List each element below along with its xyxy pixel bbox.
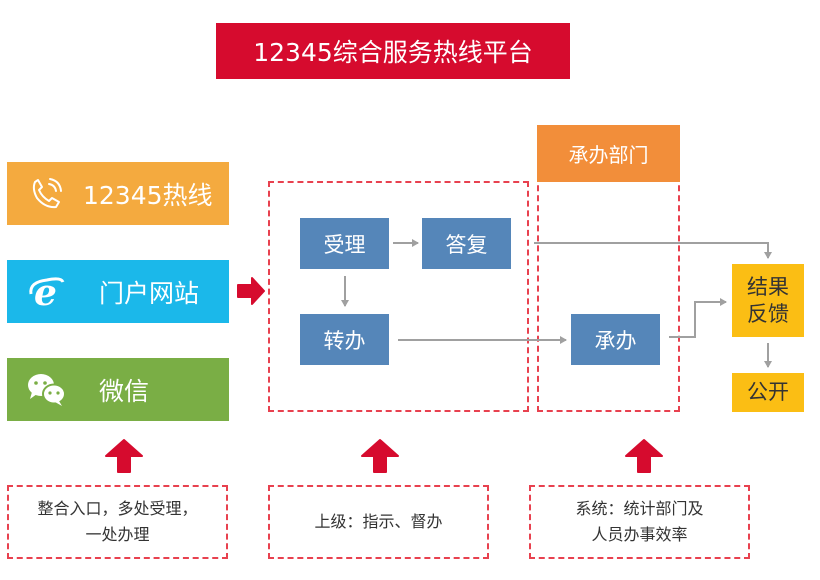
public-box: 公开 [732, 373, 804, 412]
channel-portal-label: 门户网站 [99, 278, 200, 308]
channel-hotline: 12345热线 [7, 162, 229, 225]
result-feedback-box: 结果 反馈 [732, 264, 804, 337]
wechat-icon [17, 372, 77, 408]
note-channels: 整合入口，多处受理， 一处办理 [7, 485, 228, 559]
arrow-up-icon [105, 439, 143, 473]
result-feedback-line1: 结果 [747, 274, 789, 299]
note-statistics: 系统：统计部门及 人员办事效率 [529, 485, 750, 559]
arrow-up-icon [625, 439, 663, 473]
accept-box: 受理 [300, 218, 389, 269]
note-supervision: 上级：指示、督办 [268, 485, 489, 559]
arrow-up-icon [361, 439, 399, 473]
phone-icon [17, 176, 77, 212]
note-supervision-text: 上级：指示、督办 [314, 512, 443, 531]
internet-explorer-icon: e [17, 272, 77, 312]
arrow-right-icon [237, 277, 265, 305]
connector-handle-feedback [669, 298, 727, 338]
channel-wechat-label: 微信 [99, 376, 150, 406]
channel-hotline-label: 12345热线 [83, 180, 213, 210]
platform-process-group [268, 181, 529, 412]
connector-reply-feedback [534, 242, 772, 259]
transfer-box: 转办 [300, 314, 389, 365]
department-header: 承办部门 [537, 125, 680, 182]
reply-box: 答复 [422, 218, 511, 269]
result-feedback-line2: 反馈 [747, 301, 789, 326]
page-title: 12345综合服务热线平台 [216, 23, 570, 79]
note-channels-line2: 一处办理 [85, 525, 150, 544]
handle-box: 承办 [571, 314, 660, 365]
channel-portal: e 门户网站 [7, 260, 229, 323]
channel-wechat: 微信 [7, 358, 229, 421]
note-statistics-line2: 人员办事效率 [591, 525, 688, 544]
note-statistics-line1: 系统：统计部门及 [575, 499, 704, 518]
note-channels-line1: 整合入口，多处受理， [37, 499, 198, 518]
